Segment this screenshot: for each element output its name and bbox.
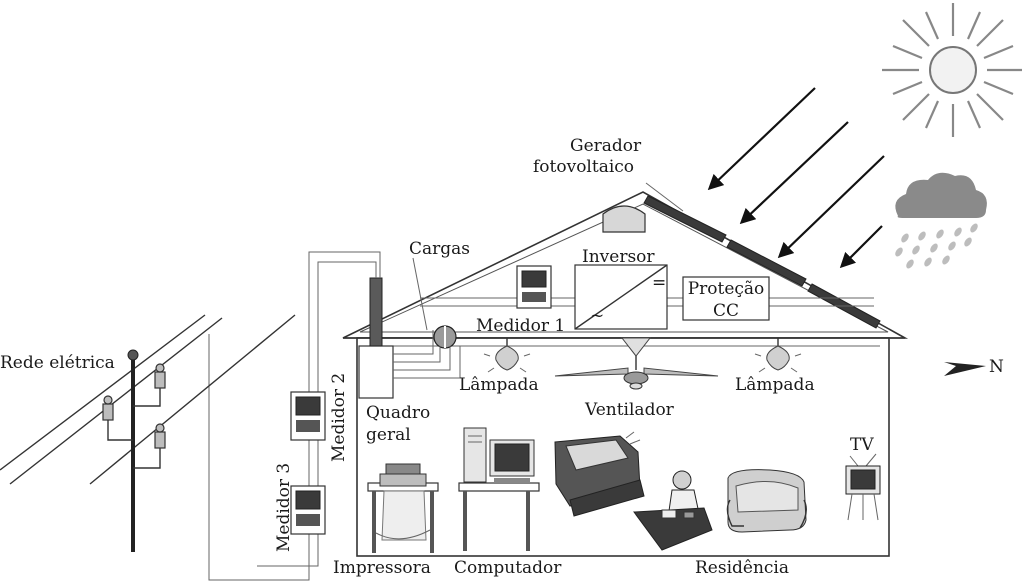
- tv-icon: [845, 453, 881, 521]
- label-inversor: Inversor: [582, 247, 655, 267]
- label-lampada-left: Lâmpada: [459, 375, 539, 395]
- inverter-dc-symbol: =: [652, 273, 666, 293]
- sun-icon: [882, 3, 1022, 137]
- rain-cloud-icon: [895, 172, 987, 269]
- gerador-leader-line: [645, 182, 684, 212]
- inverter-box: [574, 264, 668, 330]
- armchair-icon: [726, 469, 807, 533]
- power-grid: [0, 314, 296, 552]
- label-residencia: Residência: [695, 558, 789, 578]
- person-phone-icon: [633, 470, 713, 551]
- lamp-icon-left: [483, 338, 531, 373]
- computer-icon: [458, 427, 540, 551]
- ceiling-fan-icon: [554, 337, 719, 390]
- label-medidor2: Medidor 2: [329, 373, 349, 462]
- main-panel-icon: [358, 277, 394, 399]
- label-impressora: Impressora: [333, 558, 431, 578]
- meter-2-icon: [290, 391, 326, 441]
- meter-connector-icon: [433, 325, 457, 349]
- printer-icon: [367, 463, 439, 553]
- meter-3-icon: [290, 485, 326, 535]
- label-gerador-line2: fotovoltaico: [533, 157, 634, 177]
- label-ventilador: Ventilador: [584, 400, 675, 420]
- inverter-ac-symbol: ~: [590, 306, 604, 326]
- label-north: N: [989, 357, 1004, 377]
- label-quadro-line2: geral: [366, 425, 411, 445]
- lamp-icon-right: [754, 338, 802, 373]
- dc-protection-box: [682, 276, 770, 321]
- label-cargas: Cargas: [409, 239, 470, 259]
- label-computador: Computador: [454, 558, 562, 578]
- label-protecao-line1: Proteção: [688, 279, 765, 299]
- label-medidor3: Medidor 3: [274, 463, 294, 552]
- north-arrow-icon: [944, 362, 986, 376]
- meter-1-icon: [516, 265, 552, 309]
- label-rede-eletrica: Rede elétrica: [0, 353, 115, 373]
- couch-scene-icon: [554, 431, 645, 517]
- label-gerador-line1: Gerador: [570, 136, 642, 156]
- label-medidor1: Medidor 1: [476, 316, 565, 336]
- label-protecao-line2: CC: [713, 301, 739, 321]
- label-lampada-right: Lâmpada: [735, 375, 815, 395]
- sunlight-arrows: [707, 87, 885, 269]
- panel-wiring: [393, 257, 461, 379]
- label-quadro-line1: Quadro: [366, 403, 430, 423]
- label-tv: TV: [850, 435, 874, 455]
